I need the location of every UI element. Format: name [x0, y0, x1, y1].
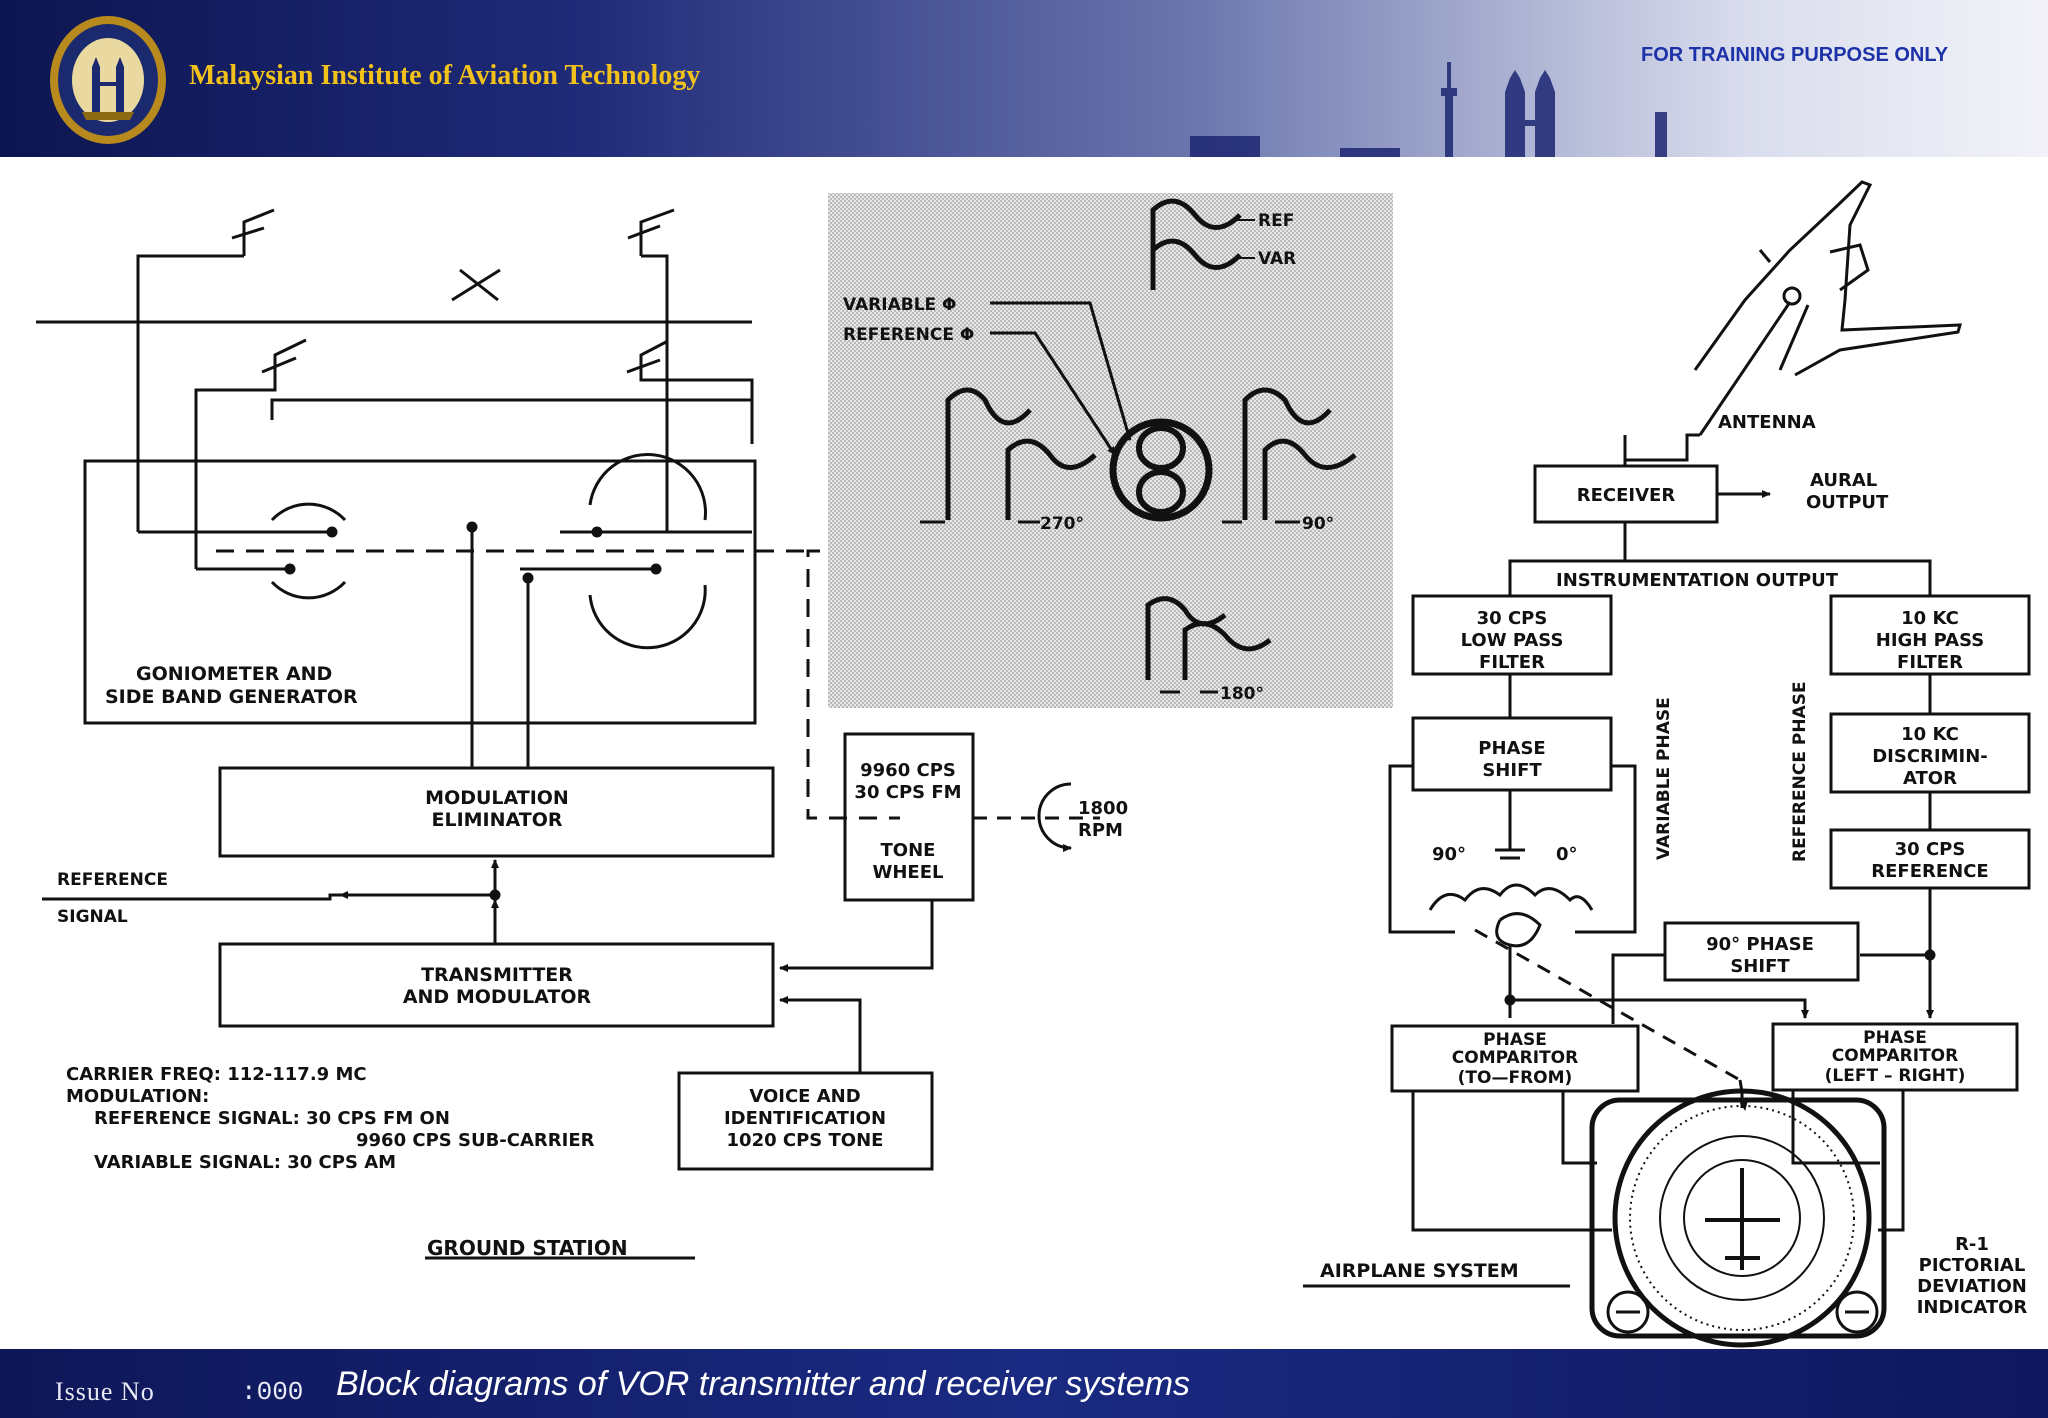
issue-label: Issue No: [55, 1377, 155, 1406]
comp-lr-label-2: COMPARITOR: [1832, 1046, 1958, 1066]
comp-lr-label-3: (LEFT – RIGHT): [1825, 1066, 1966, 1086]
modulation-eliminator-box: [218, 766, 775, 858]
wave-90-ref: [1242, 387, 1332, 520]
rpm-label-2: RPM: [1078, 820, 1123, 841]
phase-shift-box: [1411, 716, 1613, 792]
deg-90-label: 90°: [1432, 844, 1466, 865]
indicator-label-2: PICTORIAL: [1919, 1255, 2026, 1276]
ref-signal-label-1: REFERENCE: [57, 870, 168, 890]
comp-lr-label-1: PHASE: [1863, 1028, 1927, 1048]
goniometer-label-1: GONIOMETER AND: [136, 663, 332, 685]
airplane-system-labels: ANTENNA RECEIVER AURAL OUTPUT INSTRUMENT…: [1320, 412, 2027, 1318]
ref30-label-1: 30 CPS: [1895, 839, 1966, 860]
disc-label-2: DISCRIMIN-: [1872, 746, 1988, 767]
skyline-graphic: [1190, 62, 1667, 157]
indicator-label-1: R-1: [1955, 1234, 1989, 1255]
ground-station-title: GROUND STATION: [427, 1236, 628, 1260]
lpf-box: [1411, 594, 1613, 676]
ground-station-labels: GONIOMETER AND SIDE BAND GENERATOR MODUL…: [57, 663, 1128, 1260]
tone-wheel-label-2: 30 CPS FM: [854, 782, 961, 803]
airplane-system: [1303, 180, 2031, 1348]
hpf-label-2: HIGH PASS: [1876, 630, 1984, 651]
lpf-label-3: FILTER: [1479, 652, 1545, 673]
vor-block-diagram: GONIOMETER AND SIDE BAND GENERATOR MODUL…: [36, 180, 2031, 1348]
antenna-feed-1: [136, 254, 244, 532]
var-wave: [1151, 238, 1242, 270]
comp-tf-label-3: (TO—FROM): [1458, 1068, 1573, 1088]
transmitter-label-1: TRANSMITTER: [421, 964, 573, 986]
phase-shift-label-1: PHASE: [1478, 738, 1545, 759]
crossed-antenna: [451, 268, 501, 302]
hpf-label-1: 10 KC: [1901, 608, 1959, 629]
shift90-label-1: 90° PHASE: [1706, 934, 1814, 955]
rpm-label-1: 1800: [1078, 798, 1128, 819]
variable-phi-label: VARIABLE Φ: [843, 295, 957, 315]
indicator-label-4: INDICATOR: [1917, 1297, 2028, 1318]
airplane-icon: [1693, 180, 1963, 436]
issue-value: :000: [241, 1377, 304, 1407]
variable-phase-label: VARIABLE PHASE: [1654, 697, 1674, 860]
voice-label-1: VOICE AND: [749, 1086, 860, 1107]
comp-tf-label-2: COMPARITOR: [1452, 1048, 1578, 1068]
spec-line-4: 9960 CPS SUB-CARRIER: [356, 1130, 595, 1151]
ground-station: [36, 208, 1100, 1260]
aural-label-1: AURAL: [1810, 470, 1877, 491]
instrumentation-label: INSTRUMENTATION OUTPUT: [1556, 570, 1839, 591]
phase-shift-label-2: SHIFT: [1482, 760, 1542, 781]
disc-label-3: ATOR: [1903, 768, 1957, 789]
tone-wheel-label-3: TONE: [881, 840, 936, 861]
ref-wave: [1150, 198, 1242, 290]
transmitter-label-2: AND MODULATOR: [403, 986, 592, 1008]
reference-phase-label: REFERENCE PHASE: [1790, 681, 1810, 862]
spec-line-5: VARIABLE SIGNAL: 30 CPS AM: [94, 1152, 396, 1173]
shift90-label-2: SHIFT: [1730, 956, 1790, 977]
voice-id-box: [677, 1071, 934, 1171]
comp-tf-label-1: PHASE: [1483, 1030, 1547, 1050]
spec-line-2: MODULATION:: [66, 1086, 209, 1107]
goniometer-label-2: SIDE BAND GENERATOR: [105, 686, 358, 708]
header-banner: Malaysian Institute of Aviation Technolo…: [0, 0, 2048, 157]
tone-wheel-label-4: WHEEL: [873, 862, 944, 883]
slide-caption: Block diagrams of VOR transmitter and re…: [336, 1365, 1191, 1403]
ref-label: REF: [1258, 211, 1294, 231]
goniometer-box: [83, 459, 757, 725]
tone-wheel-label-1: 9960 CPS: [860, 760, 956, 781]
hpf-label-3: FILTER: [1897, 652, 1963, 673]
deviation-indicator-icon: [1589, 1088, 1887, 1348]
comparitor-to-from-box: [1390, 1024, 1640, 1093]
footer-bar: Issue No :000 Block diagrams of VOR tran…: [0, 1349, 2048, 1418]
mod-elim-label-1: MODULATION: [425, 787, 569, 809]
lpf-label-2: LOW PASS: [1461, 630, 1564, 651]
comparitor-left-right-box: [1771, 1022, 2019, 1092]
ref-signal-label-2: SIGNAL: [57, 907, 128, 927]
deg-90-label: 90°: [1302, 514, 1334, 534]
deg-270-label: 270°: [1040, 514, 1084, 534]
goniometer-pattern: [1109, 418, 1213, 522]
institute-name: Malaysian Institute of Aviation Technolo…: [189, 60, 701, 91]
training-notice: FOR TRAINING PURPOSE ONLY: [1641, 44, 1949, 66]
antenna-feed-2: [194, 338, 307, 569]
wave-270-ref: [945, 387, 1032, 520]
aural-label-2: OUTPUT: [1806, 492, 1889, 513]
var-label: VAR: [1258, 249, 1296, 269]
spec-line-1: CARRIER FREQ: 112-117.9 MC: [66, 1064, 367, 1085]
mod-elim-label-2: ELIMINATOR: [431, 809, 562, 831]
deg-0-label: 0°: [1556, 844, 1578, 865]
transmitter-box: [218, 942, 775, 1028]
phase-panel: REF VAR VARIABLE Φ REFERENCE Φ 270° 90° …: [828, 193, 1393, 708]
voice-label-3: 1020 CPS TONE: [727, 1130, 884, 1151]
deg-180-label: 180°: [1220, 684, 1264, 704]
indicator-label-3: DEVIATION: [1917, 1276, 2027, 1297]
antenna-label: ANTENNA: [1718, 412, 1816, 433]
reference-phi-label: REFERENCE Φ: [843, 325, 974, 345]
shift90-box: [1663, 921, 1860, 982]
lpf-label-1: 30 CPS: [1477, 608, 1548, 629]
university-logo: [50, 16, 166, 144]
disc-label-1: 10 KC: [1901, 724, 1959, 745]
receiver-label: RECEIVER: [1577, 485, 1676, 506]
voice-label-2: IDENTIFICATION: [724, 1108, 886, 1129]
spec-line-3: REFERENCE SIGNAL: 30 CPS FM ON: [94, 1108, 450, 1129]
airplane-system-title: AIRPLANE SYSTEM: [1320, 1260, 1519, 1282]
ref30-label-2: REFERENCE: [1871, 861, 1988, 882]
